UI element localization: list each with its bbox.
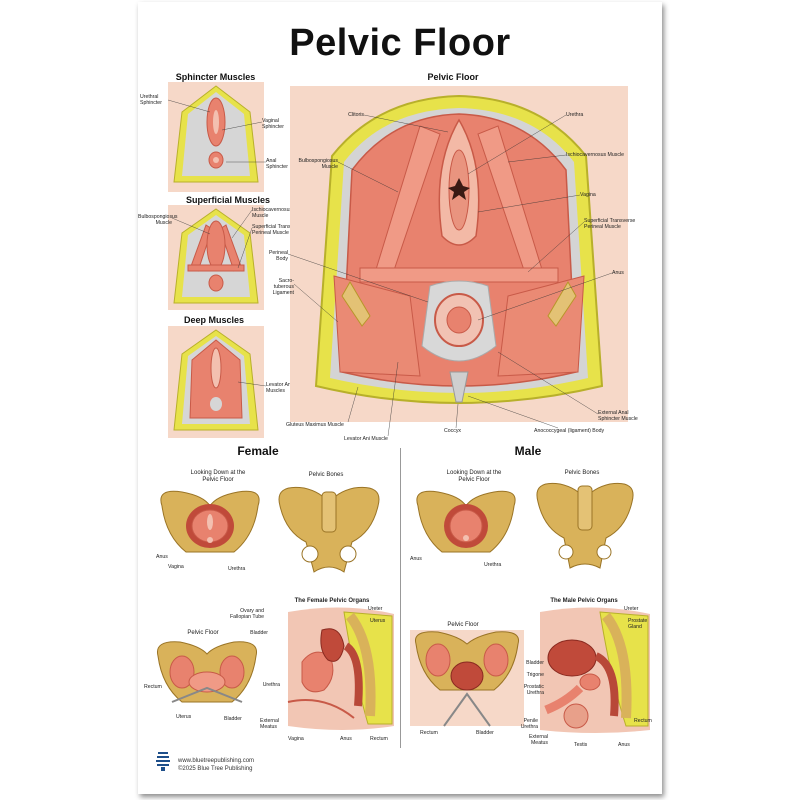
female-looking-down-diagram <box>160 490 260 553</box>
male-trigone-label: Trigone <box>526 672 544 678</box>
female-looking-down-title: Looking Down at the Pelvic Floor <box>190 470 246 483</box>
female-ovary-label: Ovary and Fallopian Tube <box>229 608 264 620</box>
male-prostate-label: Prostate Gland <box>628 618 648 630</box>
female-organs-diagram <box>287 607 394 730</box>
male-section-title: Male <box>514 444 542 458</box>
tree-logo-icon <box>156 752 170 771</box>
male-looking-down-title: Looking Down at the Pelvic Floor <box>446 470 502 483</box>
male-testis-label: Testis <box>574 742 588 748</box>
main-pelvic-floor-diagram <box>290 86 628 422</box>
female-pelvic-floor-diagram <box>156 641 258 703</box>
female-anus-label: Anus <box>156 554 168 560</box>
female-rectum-left-label: Rectum <box>144 684 162 690</box>
female-pelvic-bones-title: Pelvic Bones <box>308 472 344 478</box>
male-prostatic-label: Prostatic Urethra <box>523 684 544 696</box>
female-uterus-label: Uterus <box>176 714 192 720</box>
male-rectum2-label: Rectum <box>634 718 652 724</box>
main-sacro-label: Sacro- tuberous Ligament <box>272 278 294 296</box>
female-external-meatus-label: External Meatus <box>260 718 280 730</box>
deep-muscles-diagram <box>168 326 264 438</box>
main-anococcygeal-label: Anococcygeal (ligament) Body <box>534 428 605 434</box>
female-vagina-label: Vagina <box>168 564 184 570</box>
page-title: Pelvic Floor <box>289 22 511 64</box>
male-penile-label: Penile Urethra <box>520 718 538 730</box>
male-anus2-label: Anus <box>618 742 630 748</box>
deep-muscles-title: Deep Muscles <box>183 315 245 325</box>
poster: Pelvic Floor Sphincter Muscles Urethral … <box>138 2 662 794</box>
female-rectum2-label: Rectum <box>370 736 388 742</box>
section-divider <box>400 448 401 748</box>
female-vagina2-label: Vagina <box>288 736 304 742</box>
male-pelvic-bones-title: Pelvic Bones <box>564 470 600 476</box>
main-external-anal-label: External Anal Sphincter Muscle <box>598 410 638 422</box>
main-clitoris-label: Clitoris <box>348 112 364 118</box>
main-leader-lines <box>167 99 613 437</box>
footer-url[interactable]: www.bluetreepublishing.com <box>178 758 255 764</box>
female-organs-title: The Female Pelvic Organs <box>294 598 370 604</box>
superficial-muscles-title: Superficial Muscles <box>185 195 271 205</box>
female-bladder-bottom-label: Bladder <box>224 716 242 722</box>
male-organs-diagram <box>540 607 650 733</box>
anal-sphincter-label: Anal Sphincter <box>266 158 288 170</box>
sphincter-muscles-title: Sphincter Muscles <box>175 72 256 82</box>
main-anus-label: Anus <box>612 270 624 276</box>
male-organs-title: The Male Pelvic Organs <box>550 598 618 604</box>
footer-copyright: ©2025 Blue Tree Publishing <box>178 766 253 772</box>
male-looking-down-diagram <box>416 490 516 553</box>
superficial-bulbo-label: Bulbospongiosus Muscle <box>138 214 178 226</box>
male-pelvic-bones-diagram <box>536 482 634 569</box>
female-ureter-label: Ureter <box>368 606 383 612</box>
vaginal-sphincter-label: Vaginal Sphincter <box>262 118 284 130</box>
male-pelvic-floor-title: Pelvic Floor <box>447 622 479 628</box>
main-pelvic-floor-title: Pelvic Floor <box>427 72 479 82</box>
female-pelvic-bones-diagram <box>278 486 380 573</box>
male-bladder-label: Bladder <box>526 660 544 666</box>
main-levator-label: Levator Ani Muscle <box>344 436 388 442</box>
female-uterus-top-label: Uterus <box>370 618 386 624</box>
male-urethra-label: Urethra <box>484 562 502 568</box>
sphincter-muscles-diagram <box>168 82 264 192</box>
male-pelvic-floor-diagram <box>410 630 524 727</box>
male-anus-label: Anus <box>410 556 422 562</box>
male-external-meatus-label: External Meatus <box>528 734 548 746</box>
main-urethra-label: Urethra <box>566 112 584 118</box>
main-bulbo-label: Bulbospongiosus Muscle <box>298 158 338 170</box>
female-section-title: Female <box>237 444 279 458</box>
urethral-sphincter-label: Urethral Sphincter <box>140 94 162 106</box>
female-urethra2-label: Urethra <box>262 682 280 688</box>
main-gluteus-label: Gluteus Maximus Muscle <box>286 422 344 428</box>
male-bladder-bottom-label: Bladder <box>476 730 494 736</box>
main-perineal-label: Perineal Body <box>268 250 288 262</box>
main-transverse-label: Superficial Transverse Perineal Muscle <box>584 218 636 230</box>
main-coccyx-label: Coccyx <box>444 428 462 434</box>
superficial-ischio-label: Ischiocavernosus Muscle <box>252 207 293 219</box>
main-vagina-label: Vagina <box>580 192 596 198</box>
levator-ani-muscles-label: Levator Ani Muscles <box>266 382 292 394</box>
main-ischio-label: Ischiocavernosus Muscle <box>566 152 624 158</box>
male-ureter-label: Ureter <box>624 606 639 612</box>
female-bladder-label: Bladder <box>250 630 268 636</box>
female-anus2-label: Anus <box>340 736 352 742</box>
superficial-muscles-diagram <box>168 205 264 310</box>
male-rectum-left-label: Rectum <box>420 730 438 736</box>
female-urethra-label: Urethra <box>228 566 246 572</box>
female-pelvic-floor-title: Pelvic Floor <box>187 630 219 636</box>
